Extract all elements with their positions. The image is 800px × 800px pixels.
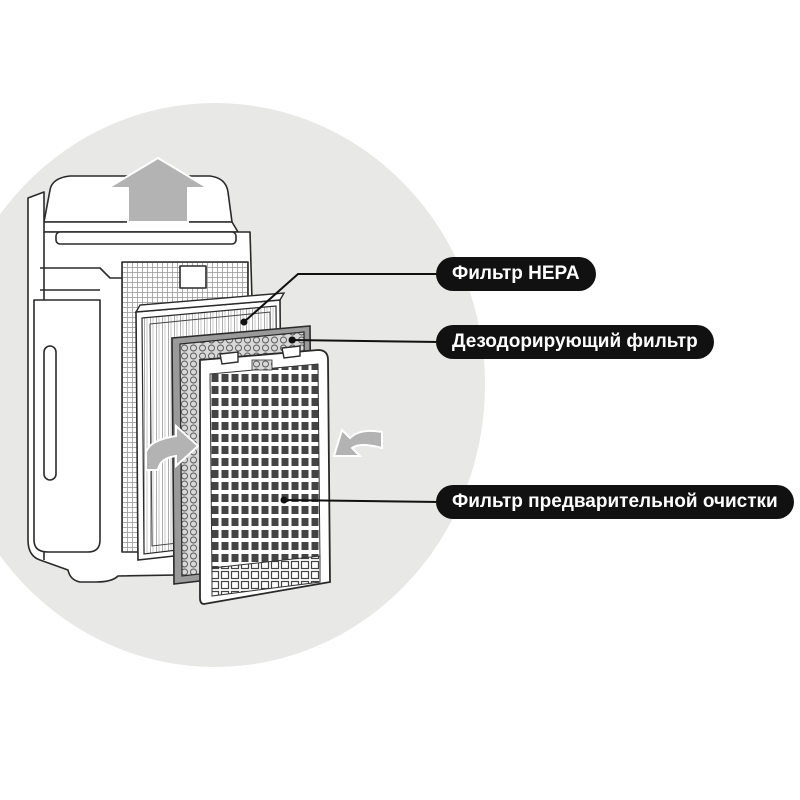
deodorizing-leader-dot: [288, 336, 296, 344]
hepa-leader-line: [243, 273, 440, 323]
leader-lines: [243, 273, 441, 503]
deodorizing-filter-label: Дезодорирующий фильтр: [436, 325, 714, 359]
hepa-filter-label: Фильтр HEPA: [436, 257, 596, 291]
hepa-leader-dot: [240, 318, 248, 326]
prefilter-leader-dot: [280, 496, 288, 504]
airflow-left-arrow: [145, 423, 200, 471]
deodorizing-leader-line: [291, 339, 441, 343]
prefilter-leader-line: [283, 499, 441, 503]
prefilter-label: Фильтр предварительной очистки: [436, 485, 794, 519]
airflow-up-arrow: [104, 156, 212, 223]
leader-dots: [240, 318, 296, 504]
airflow-right-arrow: [332, 428, 383, 457]
pre-filter: [199, 345, 331, 605]
